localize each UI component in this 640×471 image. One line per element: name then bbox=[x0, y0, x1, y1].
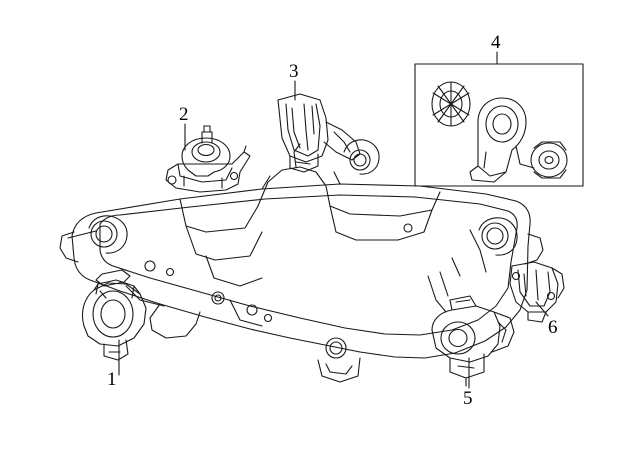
part-3-bracket bbox=[277, 93, 361, 173]
part-4-detail-drawing bbox=[431, 81, 568, 183]
callout-4: 4 bbox=[491, 32, 501, 53]
front-subframe bbox=[59, 139, 544, 383]
part-4-inset-box bbox=[414, 63, 584, 187]
callout-3: 3 bbox=[289, 61, 299, 82]
callout-2: 2 bbox=[179, 104, 189, 125]
leader-lines bbox=[118, 51, 549, 389]
part-6-right-bracket bbox=[509, 261, 565, 323]
callout-5: 5 bbox=[463, 388, 473, 409]
callout-1: 1 bbox=[107, 369, 117, 390]
part-2-upper-mount bbox=[165, 125, 251, 193]
part-5-rear-mount bbox=[431, 295, 515, 387]
part-1-left-engine-mount bbox=[81, 269, 147, 361]
callout-6: 6 bbox=[548, 317, 558, 338]
